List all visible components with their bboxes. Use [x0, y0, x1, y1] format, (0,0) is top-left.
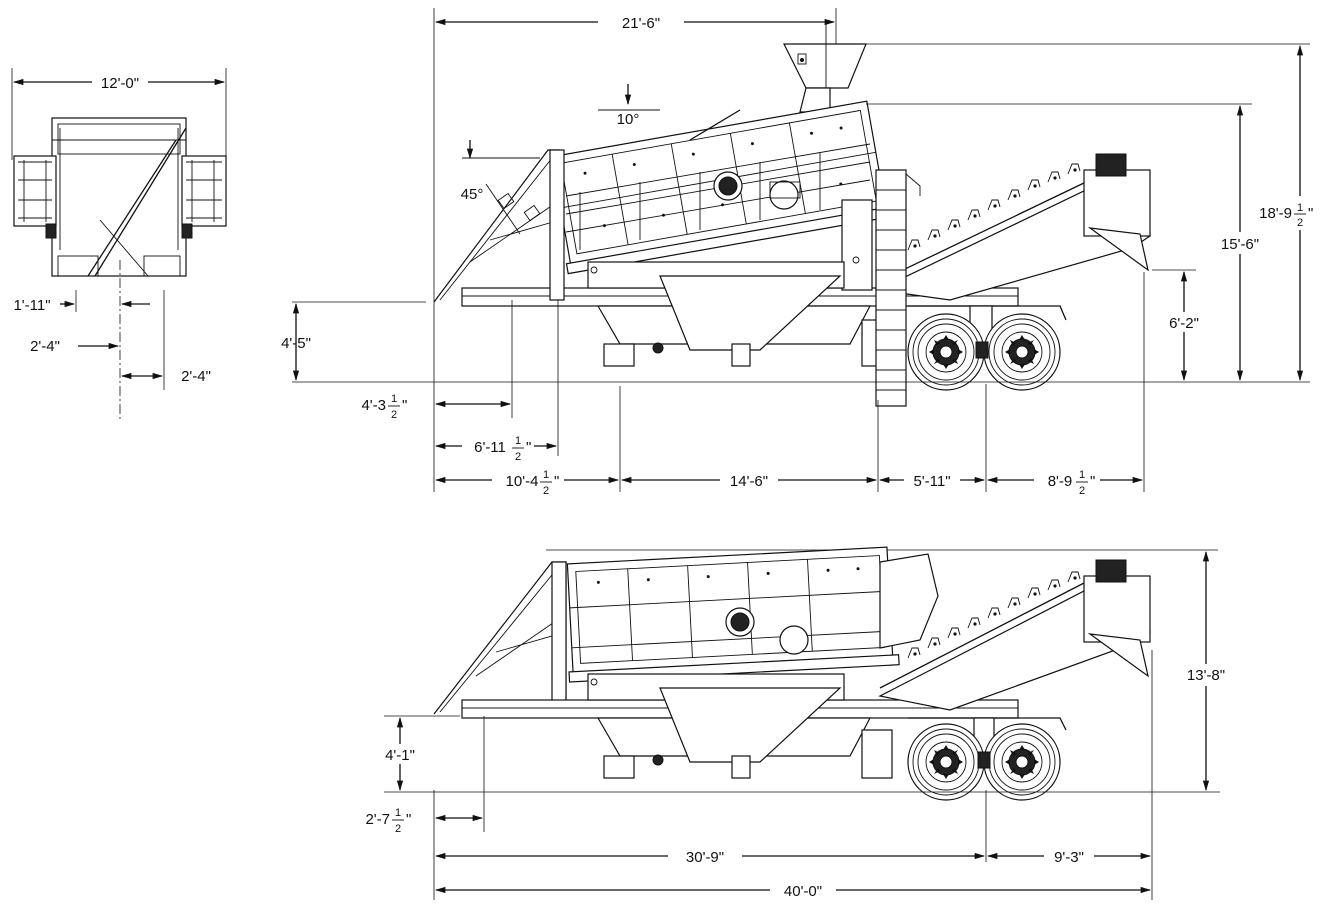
frac-num: 1	[515, 435, 521, 447]
dim-len-4-3: 4'-3	[361, 397, 386, 414]
dim-len-14-6: 14'-6"	[730, 473, 768, 490]
frac-num: 1	[1079, 469, 1085, 481]
dim-height-18-9-frac-den: 2	[1297, 217, 1303, 229]
dim-height-4-5: 4'-5"	[281, 335, 311, 352]
dim-len-40-0: 40'-0"	[784, 883, 822, 900]
dim-len-8-9: 8'-9	[1048, 473, 1073, 490]
dim-screen-angle: 10°	[617, 111, 640, 128]
inch-mark: "	[402, 397, 407, 414]
frac-den: 2	[395, 823, 401, 835]
dim-height-6-2: 6'-2"	[1169, 315, 1199, 332]
dim-len-30-9: 30'-9"	[686, 849, 724, 866]
dim-height-18-9-inch: "	[1308, 205, 1313, 222]
frac-den: 2	[515, 451, 521, 463]
dim-front-2-4-b: 2'-4"	[181, 368, 211, 385]
dim-height-18-9-frac-num: 1	[1297, 202, 1303, 214]
inch-mark: "	[554, 473, 559, 490]
dim-front-width: 12'-0"	[101, 75, 139, 92]
dim-len-5-11: 5'-11"	[913, 473, 950, 490]
dim-length-21-6: 21'-6"	[622, 15, 660, 32]
side-view-operating: 21'-6" 10°	[281, 8, 1334, 497]
dim-chute-angle: 45°	[461, 186, 484, 203]
inch-mark: "	[1090, 473, 1095, 490]
dim-len-10-4: 10'-4	[506, 473, 539, 490]
frac-den: 2	[1079, 485, 1085, 497]
frac-num: 1	[395, 807, 401, 819]
dim-height-4-1: 4'-1"	[385, 747, 415, 764]
frac-num: 1	[391, 393, 397, 405]
dim-height-18-9: 18'-9	[1259, 205, 1292, 222]
dim-len-6-11: 6'-11	[474, 439, 506, 456]
dim-height-15-6: 15'-6"	[1221, 236, 1259, 253]
dim-height-13-8: 13'-8"	[1187, 667, 1225, 684]
dim-len-9-3: 9'-3"	[1054, 849, 1084, 866]
frac-num: 1	[543, 469, 549, 481]
inch-mark: "	[406, 811, 411, 828]
side-view-transport: 13'-8" 4'-1" 2'-7 1 2 " 30'-9" 9'-3" 40'…	[365, 546, 1232, 900]
frac-den: 2	[391, 409, 397, 421]
dim-len-2-7: 2'-7	[365, 811, 390, 828]
front-view: 12'-0" 1'-11" 2'-4" 2'-4"	[11, 68, 227, 420]
dim-front-2-4-a: 2'-4"	[30, 338, 60, 355]
inch-mark: "	[526, 439, 531, 456]
dim-front-1-11: 1'-11"	[13, 297, 50, 314]
frac-den: 2	[543, 485, 549, 497]
